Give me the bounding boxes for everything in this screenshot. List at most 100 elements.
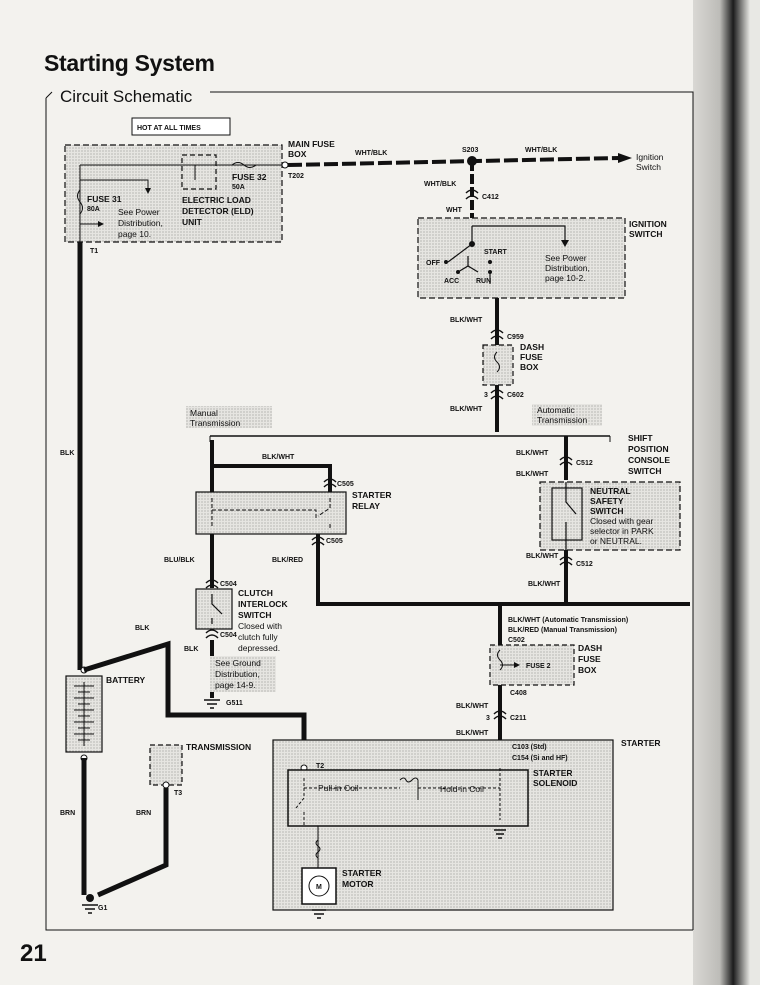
run-contact — [488, 270, 492, 274]
automatic-label-2: Transmission — [537, 415, 587, 425]
neutral-safety-switch-box — [551, 487, 583, 541]
pin3-a: 3 — [484, 392, 488, 399]
c959-label: C959 — [507, 334, 524, 341]
neutral-label-3: SWITCH — [590, 506, 624, 516]
blk-wht-label-5: BLK/WHT — [516, 471, 549, 478]
blk-left-label: BLK — [60, 450, 74, 457]
dash-fuse-2: FUSE — [520, 352, 543, 362]
t3-label: T3 — [174, 790, 182, 797]
schematic-frame — [45, 91, 694, 931]
blk-wht-label-7: BLK/WHT — [528, 581, 561, 588]
clutch-label-2: INTERLOCK — [238, 599, 288, 609]
clutch-label-4: Closed with — [238, 621, 282, 631]
neutral-switch-internals — [565, 482, 577, 552]
c602-label-a: C602 — [507, 392, 524, 399]
t202-terminal — [281, 161, 289, 169]
g1-label: G1 — [98, 905, 107, 912]
eld-unit-box — [181, 154, 217, 190]
bw-auto-label: BLK/WHT (Automatic Transmission) — [508, 617, 628, 624]
shift-console-box — [539, 481, 681, 551]
brn-mid-label: BRN — [136, 810, 151, 817]
blk-wht-label-8: BLK/WHT — [456, 703, 489, 710]
c505-connector-a — [323, 478, 337, 488]
blk-wht-label-1: BLK/WHT — [450, 317, 483, 324]
fuse31-amp: 80A — [87, 206, 100, 213]
clutch-label-1: CLUTCH — [238, 588, 273, 598]
fuse32-amp: 50A — [232, 184, 245, 191]
neutral-label-5: selector in PARK — [590, 526, 654, 536]
br-man-label: BLK/RED (Manual Transmission) — [508, 627, 617, 634]
starter-motor-box — [301, 867, 337, 905]
motor-m-label: M — [316, 884, 322, 891]
dash-fuse-3: BOX — [520, 362, 539, 372]
coil-symbol — [399, 777, 419, 800]
blk-wht-label-2: BLK/WHT — [450, 406, 483, 413]
eld-label-3: UNIT — [182, 217, 203, 227]
see-power-1: See Power — [118, 207, 160, 217]
off-label: OFF — [426, 260, 441, 267]
c504-label-a: C504 — [220, 581, 237, 588]
see-power-b2: Distribution, — [545, 263, 590, 273]
main-fuse-label-2: BOX — [288, 149, 307, 159]
eld-label-1: ELECTRIC LOAD — [182, 195, 251, 205]
c211-label: C211 — [510, 715, 526, 722]
s203-label: S203 — [462, 147, 478, 154]
manual-relay-feed — [210, 440, 332, 492]
see-power-3: page 10. — [118, 229, 151, 239]
ign-switch-label-1: IGNITION — [629, 219, 667, 229]
t202-label: T202 — [288, 173, 304, 180]
battery-label: BATTERY — [106, 675, 146, 685]
solenoid-internals — [295, 768, 501, 826]
fuse2-symbol — [497, 649, 514, 671]
ignition-label-1: Ignition — [636, 152, 664, 162]
see-power-b1: See Power — [545, 253, 587, 263]
neutral-label-1: NEUTRAL — [590, 486, 631, 496]
c211-connector — [493, 710, 507, 720]
clutch-label-6: depressed. — [238, 643, 280, 653]
motor-winding — [315, 839, 321, 859]
dash-b2: FUSE — [578, 654, 601, 664]
c412-label: C412 — [482, 194, 499, 201]
dash-fuse-symbol-1 — [494, 351, 500, 373]
c602-connector-a — [490, 389, 504, 400]
c504-connector-a — [205, 579, 219, 589]
blk-wht-label-9: BLK/WHT — [456, 730, 489, 737]
neutral-label-4: Closed with gear — [590, 516, 653, 526]
shift-label-1: SHIFT — [628, 433, 653, 443]
dash-b3: BOX — [578, 665, 597, 675]
c505-label-b: C505 — [326, 538, 343, 545]
brn-wire-mid — [96, 788, 169, 898]
neutral-label-6: or NEUTRAL. — [590, 536, 642, 546]
motor-label-2: MOTOR — [342, 879, 373, 889]
transmission-label: TRANSMISSION — [186, 742, 251, 752]
see-ground-1: See Ground — [215, 658, 261, 668]
blk-red-label: BLK/RED — [272, 557, 303, 564]
pin3-b: 3 — [486, 715, 490, 722]
c512-label-b: C512 — [576, 561, 593, 568]
c512-label-a: C512 — [576, 460, 593, 467]
c512-connector-a — [559, 456, 573, 466]
c502-label: C502 — [508, 637, 525, 644]
starter-relay-label-1: STARTER — [352, 490, 392, 500]
dash-fuse-1: DASH — [520, 342, 544, 352]
main-fuse-label-1: MAIN FUSE — [288, 139, 335, 149]
manual-label-2: Transmission — [190, 418, 240, 428]
starter-motor-circle — [308, 875, 330, 897]
dash-fuse-box-1 — [482, 344, 514, 386]
main-fuse-internal-wiring — [79, 164, 285, 248]
ignition-switch-pivot — [469, 241, 475, 247]
see-power-b3: page 10-2. — [545, 273, 586, 283]
acc-label: ACC — [444, 278, 459, 285]
clutch-switch-box — [195, 588, 233, 630]
main-fuse-box — [64, 144, 283, 243]
starter-relay-label-2: RELAY — [352, 501, 380, 511]
battery-cells — [74, 682, 94, 746]
starter-label: STARTER — [621, 738, 661, 748]
hold-in-label: Hold-in Coil — [440, 784, 484, 794]
blk-battery-to-starter — [83, 640, 307, 768]
see-ground-3: page 14-9. — [215, 680, 256, 690]
blu-blk-label: BLU/BLK — [164, 557, 195, 564]
c103-label: C103 (Std) — [512, 744, 547, 751]
c512-connector-b — [559, 556, 573, 566]
